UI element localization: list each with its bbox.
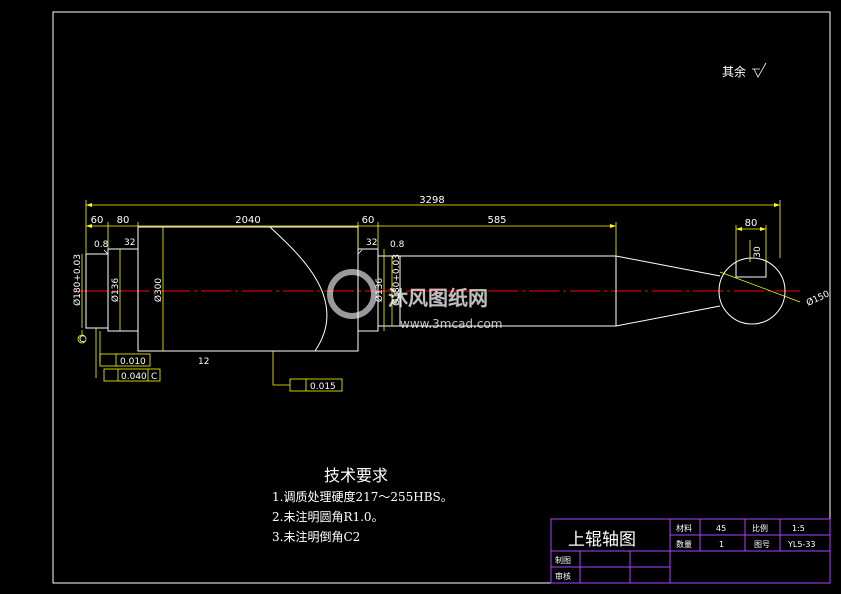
tolerance-1: 0.010 — [120, 357, 146, 367]
drawn-label: 制图 — [555, 555, 571, 565]
dim-dia-136-right: Ø136 — [374, 278, 385, 303]
drawing-frame — [52, 11, 831, 584]
dim-30: 30 — [753, 246, 763, 258]
rough-mark-3: 12 — [198, 357, 209, 367]
dim-dia-180-right: Ø180+0.03 — [391, 254, 402, 306]
dim-2040: 2040 — [235, 215, 260, 226]
dim-chamfer-2: 32 — [366, 238, 377, 248]
right-extension — [399, 255, 617, 327]
dim-80-right: 80 — [745, 218, 758, 229]
drawing-no-label: 图号 — [754, 540, 770, 549]
dim-585: 585 — [487, 215, 506, 226]
rough-mark-2: 0.8 — [390, 240, 405, 250]
checked-label: 审核 — [555, 571, 571, 581]
tech-item-1: 1.调质处理硬度217～255HBS。 — [272, 489, 453, 504]
end-section-circle — [718, 257, 786, 325]
dim-dia-150: Ø150 — [805, 288, 832, 308]
qty-value: 1 — [719, 540, 724, 549]
material-value: 45 — [716, 524, 726, 533]
tech-item-3: 3.未注明倒角C2 — [272, 529, 360, 544]
material-label: 材料 — [676, 523, 692, 533]
datum-label: C — [79, 335, 85, 345]
tolerance-2-ref: C — [151, 372, 157, 382]
dim-60-right: 60 — [362, 215, 375, 226]
tolerance-frames — [77, 334, 343, 392]
dim-80-left: 80 — [117, 215, 130, 226]
chamfer-marks — [103, 249, 363, 255]
taper — [615, 255, 721, 327]
scale-label: 比例 — [752, 523, 768, 533]
dim-overall: 3298 — [419, 195, 444, 206]
watermark-gear-icon — [327, 269, 377, 319]
dimension-lines — [81, 200, 801, 386]
tolerance-2: 0.040 — [121, 372, 147, 382]
tech-item-2: 2.未注明圆角R1.0。 — [272, 509, 384, 524]
watermark-cn: 沐风图纸网 — [388, 286, 488, 310]
shaft-outline — [85, 226, 786, 352]
roughness-note: 其余 — [722, 64, 746, 79]
title-block-name: 上辊轴图 — [568, 530, 636, 550]
dim-dia-300: Ø300 — [153, 278, 164, 303]
dim-chamfer-1: 32 — [124, 238, 135, 248]
dim-dia-180-left: Ø180+0.03 — [72, 254, 83, 306]
dimension-arrows — [86, 203, 780, 231]
break-line — [269, 226, 328, 352]
title-block-grid — [550, 518, 831, 584]
keyway — [735, 262, 767, 278]
qty-label: 数量 — [676, 539, 692, 549]
tech-title: 技术要求 — [324, 466, 388, 485]
watermark-url: www.3mcad.com — [400, 317, 503, 331]
roughness-symbol-icon — [752, 62, 767, 78]
dim-60-left: 60 — [91, 215, 104, 226]
dim-dia-136-left: Ø136 — [110, 278, 121, 303]
roll-body — [137, 226, 359, 352]
watermark: 沐风图纸网 www.3mcad.com — [327, 269, 503, 331]
scale-value: 1:5 — [792, 524, 805, 533]
rough-mark-1: 0.8 — [94, 240, 109, 250]
drawing-no-value: YL5-33 — [787, 540, 816, 549]
tolerance-3: 0.015 — [310, 382, 336, 392]
